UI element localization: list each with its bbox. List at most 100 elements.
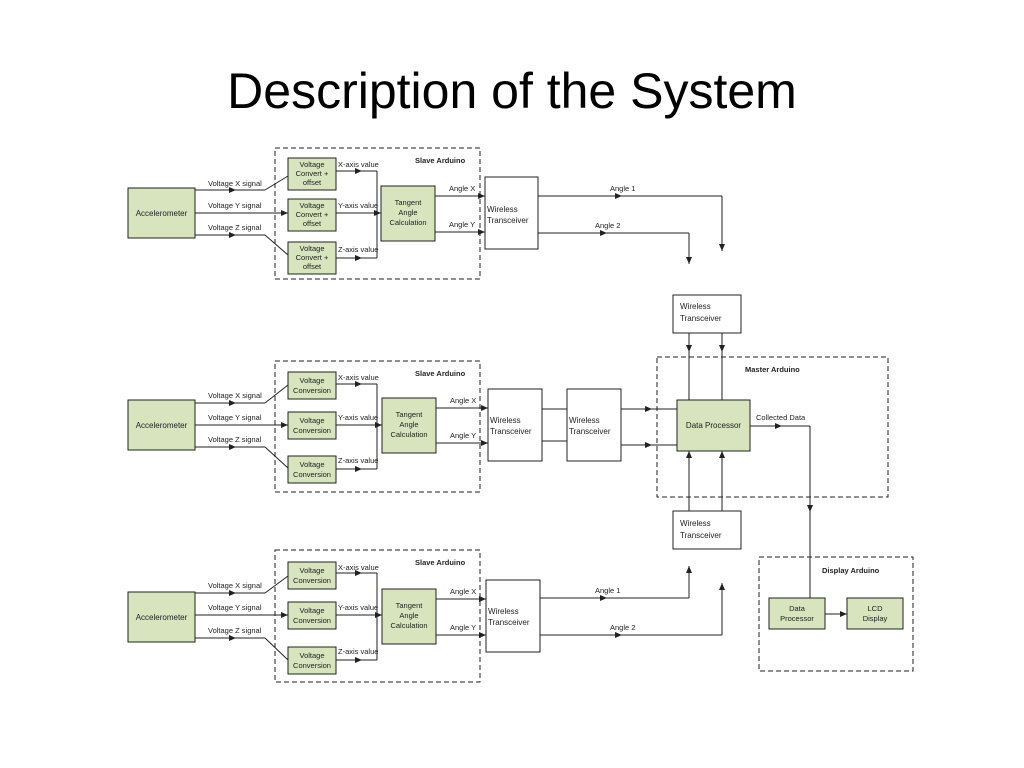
- angle-y-label: Angle Y: [450, 431, 476, 440]
- x-axis-value-label: X-axis value: [338, 160, 379, 169]
- angle-1-label: Angle 1: [595, 586, 620, 595]
- slave-unit-bottom: Slave Arduino Accelerometer Voltage X si…: [127, 549, 725, 683]
- wireless-line1: Wireless: [488, 607, 519, 616]
- slave-unit-middle: Slave Arduino Accelerometer Voltage X si…: [127, 360, 677, 493]
- voltage-z-signal-label: Voltage Z signal: [208, 223, 262, 232]
- wireless-line2: Transceiver: [680, 314, 722, 323]
- accelerometer-block: [127, 591, 196, 643]
- wireless-transceiver-block: [566, 388, 622, 462]
- voltage-convert-offset-line2: Convert +: [296, 253, 329, 262]
- angle-2-label: Angle 2: [610, 623, 635, 632]
- voltage-conversion-line2: Conversion: [293, 386, 331, 395]
- tangent-angle-block: [381, 588, 437, 645]
- voltage-convert-offset-line3: offset: [303, 178, 322, 187]
- tangent-line1: Tangent: [395, 198, 423, 207]
- master-arduino-frame: [656, 356, 889, 498]
- voltage-y-signal-label: Voltage Y signal: [208, 413, 262, 422]
- data-processor-label: Data Processor: [686, 421, 741, 430]
- tangent-line3: Calculation: [389, 218, 426, 227]
- z-axis-value-label: Z-axis value: [338, 647, 378, 656]
- tangent-angle-block: [380, 185, 436, 242]
- lcd-display-block: [846, 597, 904, 630]
- data-processor-block: [676, 399, 751, 452]
- voltage-conversion-block: [287, 371, 337, 400]
- display-arduino-frame: [758, 556, 914, 672]
- x-axis-value-label: X-axis value: [338, 563, 379, 572]
- voltage-conversion-line2: Conversion: [293, 576, 331, 585]
- voltage-z-signal-label: Voltage Z signal: [208, 626, 262, 635]
- voltage-conversion-line1: Voltage: [299, 566, 324, 575]
- accelerometer-label: Accelerometer: [136, 209, 188, 218]
- display-arduino: Display Arduino Data Processor LCD Displ…: [758, 512, 914, 672]
- voltage-convert-offset-block: [287, 157, 337, 191]
- wireless-transceiver-block: [672, 294, 742, 334]
- voltage-convert-offset-line1: Voltage: [299, 244, 324, 253]
- y-axis-value-label: Y-axis value: [338, 603, 378, 612]
- slave-arduino-label: Slave Arduino: [415, 369, 466, 378]
- hub-transceiver-top: Wireless Transceiver: [672, 294, 742, 352]
- tangent-line3: Calculation: [390, 621, 427, 630]
- voltage-x-signal-label: Voltage X signal: [208, 391, 262, 400]
- tangent-line1: Tangent: [396, 601, 424, 610]
- voltage-convert-offset-line1: Voltage: [299, 160, 324, 169]
- wireless-line1: Wireless: [487, 205, 518, 214]
- angle-2-label: Angle 2: [595, 221, 620, 230]
- voltage-z-signal-label: Voltage Z signal: [208, 435, 262, 444]
- master-arduino: Master Arduino Data Processor Collected …: [656, 352, 889, 512]
- wireless-line1: Wireless: [680, 519, 711, 528]
- voltage-convert-offset-line3: offset: [303, 262, 322, 271]
- accelerometer-block: [127, 187, 196, 239]
- collected-data-label: Collected Data: [756, 413, 806, 422]
- voltage-conversion-line2: Conversion: [293, 661, 331, 670]
- angle-1-label: Angle 1: [610, 184, 635, 193]
- display-arduino-label: Display Arduino: [822, 566, 880, 575]
- voltage-convert-offset-line2: Convert +: [296, 210, 329, 219]
- voltage-conversion-line1: Voltage: [299, 606, 324, 615]
- slave-arduino-label: Slave Arduino: [415, 558, 466, 567]
- wireless-line2: Transceiver: [487, 216, 529, 225]
- data-processor-line1: Data: [789, 604, 806, 613]
- hub-transceiver-bottom: Wireless Transceiver: [672, 510, 742, 550]
- accelerometer-label: Accelerometer: [136, 613, 188, 622]
- voltage-conversion-block: [287, 561, 337, 590]
- voltage-conversion-block: [287, 455, 337, 484]
- wireless-transceiver-block: [484, 176, 539, 250]
- angle-y-label: Angle Y: [449, 220, 475, 229]
- page-title: Description of the System: [227, 63, 797, 119]
- y-axis-value-label: Y-axis value: [338, 201, 378, 210]
- wireless-line2: Transceiver: [488, 618, 530, 627]
- voltage-conversion-line2: Conversion: [293, 616, 331, 625]
- voltage-conversion-line1: Voltage: [299, 416, 324, 425]
- tangent-line1: Tangent: [396, 410, 424, 419]
- voltage-conversion-line2: Conversion: [293, 426, 331, 435]
- wireless-transceiver-block: [672, 510, 742, 550]
- voltage-convert-offset-line2: Convert +: [296, 169, 329, 178]
- tangent-line3: Calculation: [390, 430, 427, 439]
- accelerometer-label: Accelerometer: [136, 421, 188, 430]
- slave-arduino-label: Slave Arduino: [415, 156, 466, 165]
- slave-arduino-frame: [274, 549, 481, 683]
- voltage-x-signal-label: Voltage X signal: [208, 179, 262, 188]
- voltage-y-signal-label: Voltage Y signal: [208, 201, 262, 210]
- angle-x-label: Angle X: [449, 184, 475, 193]
- data-processor-block: [768, 597, 826, 630]
- angle-x-label: Angle X: [450, 587, 476, 596]
- x-axis-value-label: X-axis value: [338, 373, 379, 382]
- z-axis-value-label: Z-axis value: [338, 245, 378, 254]
- voltage-conversion-line2: Conversion: [293, 470, 331, 479]
- wireless-line1: Wireless: [569, 416, 600, 425]
- tangent-line2: Angle: [398, 208, 417, 217]
- voltage-conversion-line1: Voltage: [299, 376, 324, 385]
- wireless-line1: Wireless: [680, 302, 711, 311]
- y-axis-value-label: Y-axis value: [338, 413, 378, 422]
- wireless-line2: Transceiver: [680, 531, 722, 540]
- voltage-conversion-block: [287, 601, 337, 630]
- voltage-convert-offset-block: [287, 198, 337, 232]
- angle-y-label: Angle Y: [450, 623, 476, 632]
- voltage-y-signal-label: Voltage Y signal: [208, 603, 262, 612]
- tangent-angle-block: [381, 397, 437, 454]
- wireless-transceiver-block: [485, 579, 541, 653]
- voltage-convert-offset-line1: Voltage: [299, 201, 324, 210]
- z-axis-value-label: Z-axis value: [338, 456, 378, 465]
